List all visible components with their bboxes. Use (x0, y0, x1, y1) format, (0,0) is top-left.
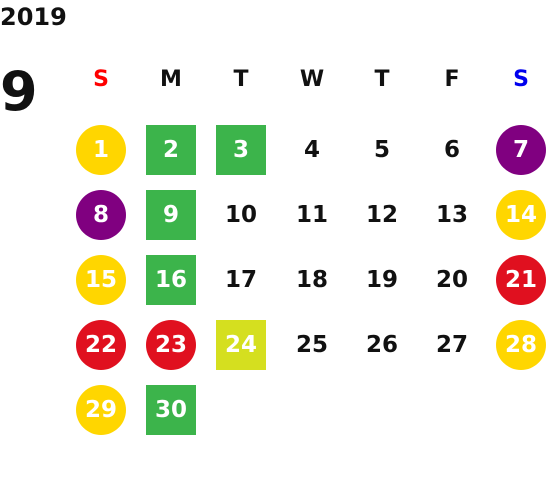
calendar-day-16[interactable]: 16 (146, 255, 196, 305)
calendar-day-5[interactable]: 5 (373, 137, 390, 163)
calendar-day-6[interactable]: 6 (443, 137, 460, 163)
calendar-day-27[interactable]: 27 (435, 332, 468, 358)
calendar-day-30[interactable]: 30 (146, 385, 196, 435)
calendar-day-25[interactable]: 25 (295, 332, 328, 358)
weekday-header-tuesday: T (233, 67, 249, 92)
calendar-day-18[interactable]: 18 (295, 267, 328, 293)
weekday-header-sunday: S (93, 67, 109, 92)
calendar-day-2[interactable]: 2 (146, 125, 196, 175)
calendar-day-10[interactable]: 10 (224, 202, 257, 228)
calendar-day-15[interactable]: 15 (76, 255, 126, 305)
weekday-header-saturday: S (513, 67, 529, 92)
calendar-day-13[interactable]: 13 (435, 202, 468, 228)
weekday-header-monday: M (160, 67, 182, 92)
calendar-day-21[interactable]: 21 (496, 255, 546, 305)
calendar-day-12[interactable]: 12 (365, 202, 398, 228)
calendar-day-11[interactable]: 11 (295, 202, 328, 228)
calendar-day-20[interactable]: 20 (435, 267, 468, 293)
calendar-day-4[interactable]: 4 (303, 137, 320, 163)
weekday-header-friday: F (444, 67, 460, 92)
calendar-day-8[interactable]: 8 (76, 190, 126, 240)
calendar-year: 2019 (0, 3, 67, 31)
calendar-day-14[interactable]: 14 (496, 190, 546, 240)
calendar-day-3[interactable]: 3 (216, 125, 266, 175)
calendar-day-29[interactable]: 29 (76, 385, 126, 435)
calendar-day-28[interactable]: 28 (496, 320, 546, 370)
calendar-month: 9 (0, 60, 38, 123)
calendar-day-26[interactable]: 26 (365, 332, 398, 358)
calendar-day-17[interactable]: 17 (224, 267, 257, 293)
calendar-day-1[interactable]: 1 (76, 125, 126, 175)
weekday-header-wednesday: W (299, 67, 325, 92)
calendar-day-24[interactable]: 24 (216, 320, 266, 370)
calendar-day-9[interactable]: 9 (146, 190, 196, 240)
calendar-day-23[interactable]: 23 (146, 320, 196, 370)
weekday-header-thursday: T (374, 67, 390, 92)
calendar-day-22[interactable]: 22 (76, 320, 126, 370)
calendar-day-7[interactable]: 7 (496, 125, 546, 175)
calendar-day-19[interactable]: 19 (365, 267, 398, 293)
